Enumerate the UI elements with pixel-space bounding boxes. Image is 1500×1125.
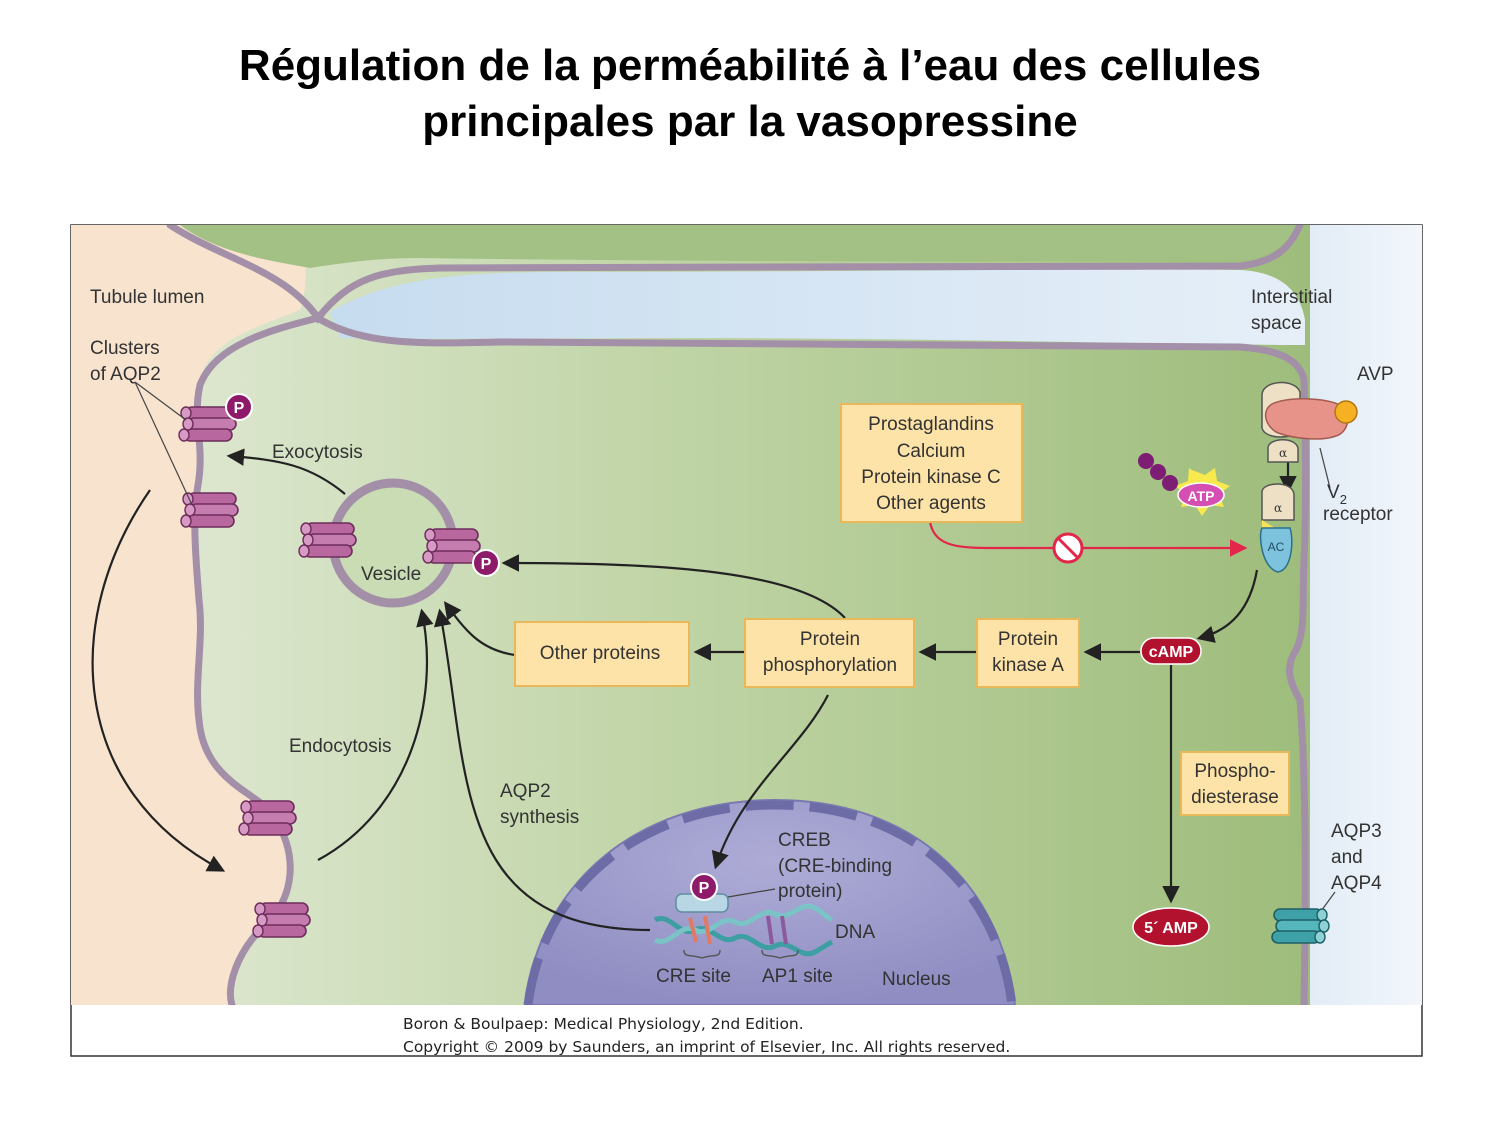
- protein-phosphorylation-box: Protein phosphorylation: [744, 618, 915, 688]
- endocytosis-up-arrow: [317, 608, 434, 861]
- phosphorylation-to-creb-arrow: [711, 694, 829, 870]
- aqp2-synthesis-label-2: synthesis: [500, 807, 579, 828]
- svg-text:Protein kinase C: Protein kinase C: [861, 467, 1000, 488]
- svg-text:Protein: Protein: [800, 629, 860, 650]
- v2-label: V2: [1327, 482, 1347, 507]
- svg-text:α: α: [1274, 501, 1282, 515]
- clusters-label-1: Clusters: [90, 338, 160, 359]
- clusters-leader-2: [134, 381, 193, 506]
- aqp2-synthesis-label-1: AQP2: [500, 781, 551, 802]
- svg-text:Calcium: Calcium: [897, 441, 966, 462]
- aqp2-vesicle-right-icon: [422, 528, 481, 564]
- v2-leader: [1319, 447, 1331, 489]
- vesicle-label: Vesicle: [361, 564, 421, 585]
- svg-text:ATP: ATP: [1188, 488, 1215, 504]
- creb-label-2: (CRE-binding: [778, 856, 892, 877]
- other-proteins-to-vesicle-arrow: [443, 601, 516, 657]
- junction-membrane-bottom: [314, 314, 1308, 384]
- dna-icon: [653, 903, 834, 957]
- camp-badge: cAMP: [1140, 637, 1202, 665]
- aqp2-vesicle-left-icon: [298, 522, 357, 558]
- basolateral-membrane: [1286, 376, 1309, 1005]
- inhibition-icon: [1052, 532, 1084, 564]
- ap1-site-label: AP1 site: [762, 966, 833, 987]
- nucleus: [523, 798, 1017, 1005]
- svg-text:cAMP: cAMP: [1149, 644, 1194, 661]
- svg-text:Protein: Protein: [998, 629, 1058, 650]
- phospho-badge-vesicle: P: [472, 549, 500, 577]
- svg-text:P: P: [234, 400, 245, 417]
- aqp2-cluster-middle-icon: [180, 492, 239, 528]
- interstitial-label-2: space: [1251, 313, 1302, 334]
- phosphorylation-to-vesicle-arrow: [501, 554, 846, 619]
- svg-text:diesterase: diesterase: [1191, 787, 1279, 808]
- exocytosis-arrow: [226, 448, 346, 495]
- endocytosis-label: Endocytosis: [289, 736, 391, 757]
- exocytosis-label: Exocytosis: [272, 442, 363, 463]
- aqp2-endocytosis-icon: [238, 800, 297, 836]
- svg-text:AC: AC: [1268, 540, 1285, 554]
- other-proteins-box: Other proteins: [514, 621, 690, 687]
- clusters-leader-1: [134, 381, 187, 421]
- svg-text:Phospho-: Phospho-: [1194, 761, 1275, 782]
- junction-membrane-top: [166, 225, 1304, 324]
- ap1-site-brace: [761, 949, 799, 959]
- cre-site-label: CRE site: [656, 966, 731, 987]
- svg-text:phosphorylation: phosphorylation: [763, 655, 897, 676]
- interstitial-region: [1310, 225, 1422, 1005]
- cre-site-brace: [683, 949, 721, 959]
- inhibition-arrow: [928, 521, 1248, 557]
- creb-label-3: protein): [778, 881, 842, 902]
- nucleus-label: Nucleus: [882, 969, 951, 990]
- tubule-lumen-label: Tubule lumen: [90, 287, 204, 308]
- aqp3-label-1: AQP3: [1331, 821, 1382, 842]
- junction-space: [330, 269, 1305, 345]
- synthesis-arrow: [433, 608, 651, 932]
- svg-text:α: α: [1279, 446, 1287, 460]
- svg-text:Other proteins: Other proteins: [540, 643, 660, 664]
- svg-text:5´ AMP: 5´ AMP: [1144, 920, 1198, 937]
- title-line-2: principales par la vasopressine: [422, 97, 1078, 146]
- avp-hormone-icon: [1264, 398, 1358, 440]
- neighbor-cell: [180, 225, 1300, 268]
- endocytosis-down-arrow: [91, 489, 226, 872]
- credit-line-1: Boron & Boulpaep: Medical Physiology, 2n…: [403, 1015, 804, 1033]
- amp5-badge: 5´ AMP: [1132, 907, 1210, 947]
- avp-label: AVP: [1357, 364, 1394, 385]
- svg-text:kinase A: kinase A: [992, 655, 1064, 676]
- svg-text:P: P: [481, 556, 492, 573]
- ac-to-camp-arrow: [1196, 569, 1259, 643]
- aqp3-aqp4-channel-icon: [1271, 908, 1330, 944]
- creb-leader: [727, 888, 776, 898]
- creb-label-1: CREB: [778, 830, 831, 851]
- aqp3-label-2: and: [1331, 847, 1363, 868]
- svg-text:P: P: [699, 880, 710, 897]
- svg-text:Prostaglandins: Prostaglandins: [868, 414, 994, 435]
- phosphodiesterase-box: Phospho- diesterase: [1180, 751, 1290, 816]
- phospho-badge-creb: P: [690, 873, 718, 901]
- phospho-badge-apical: P: [225, 393, 253, 421]
- interstitial-label-1: Interstitial: [1251, 287, 1332, 308]
- protein-kinase-a-box: Protein kinase A: [976, 618, 1080, 688]
- clusters-label-2: of AQP2: [90, 364, 161, 385]
- credit-line-2: Copyright © 2009 by Saunders, an imprint…: [403, 1038, 1010, 1056]
- atp-icon: ATP: [1138, 453, 1230, 516]
- title-line-1: Régulation de la perméabilité à l’eau de…: [238, 41, 1262, 90]
- inhibitors-box: Prostaglandins Calcium Protein kinase C …: [840, 403, 1023, 523]
- svg-text:Other agents: Other agents: [876, 493, 986, 514]
- aqp3-label-3: AQP4: [1331, 873, 1382, 894]
- receptor-label: receptor: [1323, 504, 1393, 525]
- aqp2-bottom-icon: [252, 902, 311, 938]
- page-title: Régulation de la perméabilité à l’eau de…: [0, 38, 1500, 150]
- dna-label: DNA: [835, 922, 875, 943]
